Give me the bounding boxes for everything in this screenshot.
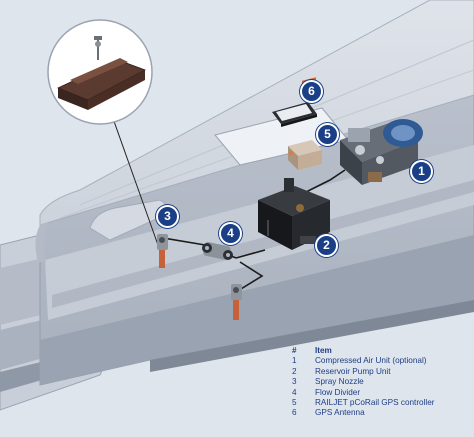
legend-row: 6 GPS Antenna [292, 408, 472, 418]
legend-row-num: 1 [292, 356, 297, 366]
rail-icon [56, 36, 146, 110]
item-legend: # Item 1 Compressed Air Unit (optional) … [292, 346, 472, 419]
flow-divider-icon [202, 242, 233, 260]
callout-3: 3 [156, 205, 179, 228]
legend-header-item: Item [315, 346, 332, 355]
legend-row: 1 Compressed Air Unit (optional) [292, 356, 472, 366]
legend-row-label: Compressed Air Unit (optional) [315, 356, 427, 366]
legend-header-num: # [292, 346, 297, 355]
legend-row-label: GPS Antenna [315, 408, 365, 418]
legend-header: # Item [292, 346, 472, 356]
legend-row-num: 5 [292, 397, 297, 407]
callout-6: 6 [300, 80, 323, 103]
inset-leader-line [109, 109, 159, 246]
legend-row-num: 3 [292, 377, 297, 387]
callout-4: 4 [219, 222, 242, 245]
legend-row: 2 Reservoir Pump Unit [292, 367, 472, 377]
spray-nozzle-icon-2 [231, 284, 242, 320]
gps-controller-icon [288, 77, 322, 170]
callout-1: 1 [410, 160, 433, 183]
legend-row: 5 RAILJET pCoRail GPS controller [292, 398, 472, 408]
legend-row-label: RAILJET pCoRail GPS controller [315, 397, 435, 407]
legend-row: 4 Flow Divider [292, 388, 472, 398]
spray-nozzle-icon [157, 234, 168, 268]
legend-row-num: 2 [292, 366, 297, 376]
rail-inset [47, 19, 153, 125]
compressed-air-unit-icon [340, 119, 423, 185]
legend-row-label: Flow Divider [315, 387, 361, 397]
legend-row-num: 6 [292, 408, 297, 418]
reservoir-pump-unit-icon [258, 178, 330, 250]
callout-2: 2 [315, 234, 338, 257]
legend-row: 3 Spray Nozzle [292, 377, 472, 387]
legend-row-label: Reservoir Pump Unit [315, 366, 391, 376]
legend-row-num: 4 [292, 387, 297, 397]
callout-5: 5 [316, 123, 339, 146]
gps-antenna-icon [272, 102, 317, 127]
legend-row-label: Spray Nozzle [315, 377, 364, 387]
